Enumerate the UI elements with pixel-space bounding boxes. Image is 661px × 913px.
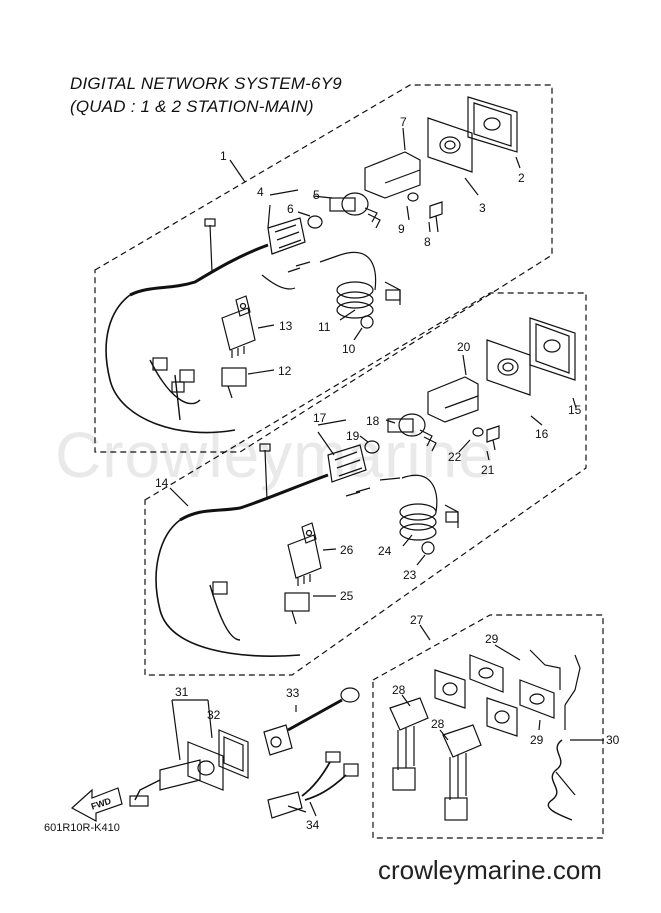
part-label: 10 <box>342 342 356 356</box>
diagram-subtitle: (QUAD : 1 & 2 STATION-MAIN) <box>70 97 314 116</box>
part-label: 23 <box>403 568 417 582</box>
footer-site: crowleymarine.com <box>378 855 602 885</box>
part-label: 3 <box>479 201 486 215</box>
part-label: 2 <box>518 171 525 185</box>
part-label: 17 <box>313 411 327 425</box>
part-label: 33 <box>286 686 300 700</box>
part-label: 13 <box>279 319 293 333</box>
part-label: 22 <box>448 450 462 464</box>
group-outline-middle <box>144 292 587 676</box>
part-label: 30 <box>606 733 620 747</box>
part-label: 18 <box>366 414 380 428</box>
part-label: 29 <box>530 733 544 747</box>
part-label: 32 <box>207 708 221 722</box>
part-label: 5 <box>313 188 320 202</box>
part-label: 25 <box>340 589 354 603</box>
part-label: 20 <box>457 340 471 354</box>
part-label: 14 <box>155 476 169 490</box>
diagram-title: DIGITAL NETWORK SYSTEM-6Y9 <box>70 74 342 93</box>
part-label: 4 <box>257 185 264 199</box>
watermark-text: Crowleymarine <box>55 419 495 491</box>
group-outline-lower <box>372 614 604 839</box>
forward-arrow <box>70 787 123 823</box>
lower-left-assembly <box>70 687 360 823</box>
drawing-code: 601R10R-K410 <box>44 822 120 834</box>
part-label: 24 <box>378 544 392 558</box>
part-label: 8 <box>424 235 431 249</box>
group-outline-upper <box>94 84 553 453</box>
part-label: 6 <box>287 202 294 216</box>
part-label: 1 <box>220 149 227 163</box>
upper-assembly <box>105 96 521 434</box>
part-label: 9 <box>398 222 405 236</box>
part-label: 15 <box>568 403 582 417</box>
part-label: 29 <box>485 632 499 646</box>
part-label: 16 <box>535 427 549 441</box>
part-label: 28 <box>392 683 406 697</box>
part-label: 21 <box>481 463 495 477</box>
part-label: 19 <box>346 429 360 443</box>
part-label: 27 <box>410 613 424 627</box>
part-label: 12 <box>278 364 292 378</box>
part-label: 34 <box>306 818 320 832</box>
part-label: 11 <box>318 320 331 334</box>
part-label: 26 <box>340 543 354 557</box>
part-label: 7 <box>400 115 407 129</box>
lower-right-assembly <box>389 624 604 821</box>
part-label: 31 <box>175 685 189 699</box>
middle-assembly <box>155 317 577 657</box>
part-label: 28 <box>431 717 445 731</box>
